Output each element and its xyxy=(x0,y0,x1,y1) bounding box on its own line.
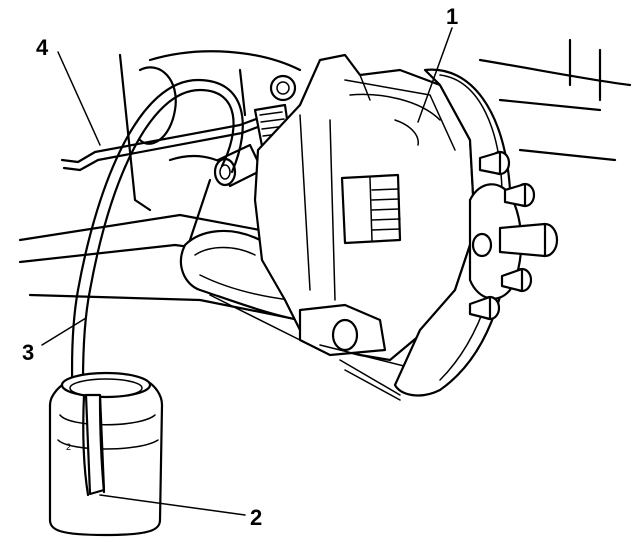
leader-line-4 xyxy=(57,51,101,146)
callout-1-label: 1 xyxy=(446,4,458,29)
svg-text:2: 2 xyxy=(66,442,71,452)
brake-caliper xyxy=(253,53,477,371)
leader-line-3 xyxy=(41,317,87,346)
callout-3-label: 3 xyxy=(22,340,34,365)
wheel-hub xyxy=(468,150,559,321)
leader-lines xyxy=(41,27,453,516)
callout-2-label: 2 xyxy=(250,505,262,530)
leader-line-1 xyxy=(417,27,453,123)
collection-jar: 2 xyxy=(48,371,164,537)
bolt-head xyxy=(269,74,297,102)
callout-4-label: 4 xyxy=(36,35,49,60)
leader-line-2 xyxy=(99,494,246,516)
